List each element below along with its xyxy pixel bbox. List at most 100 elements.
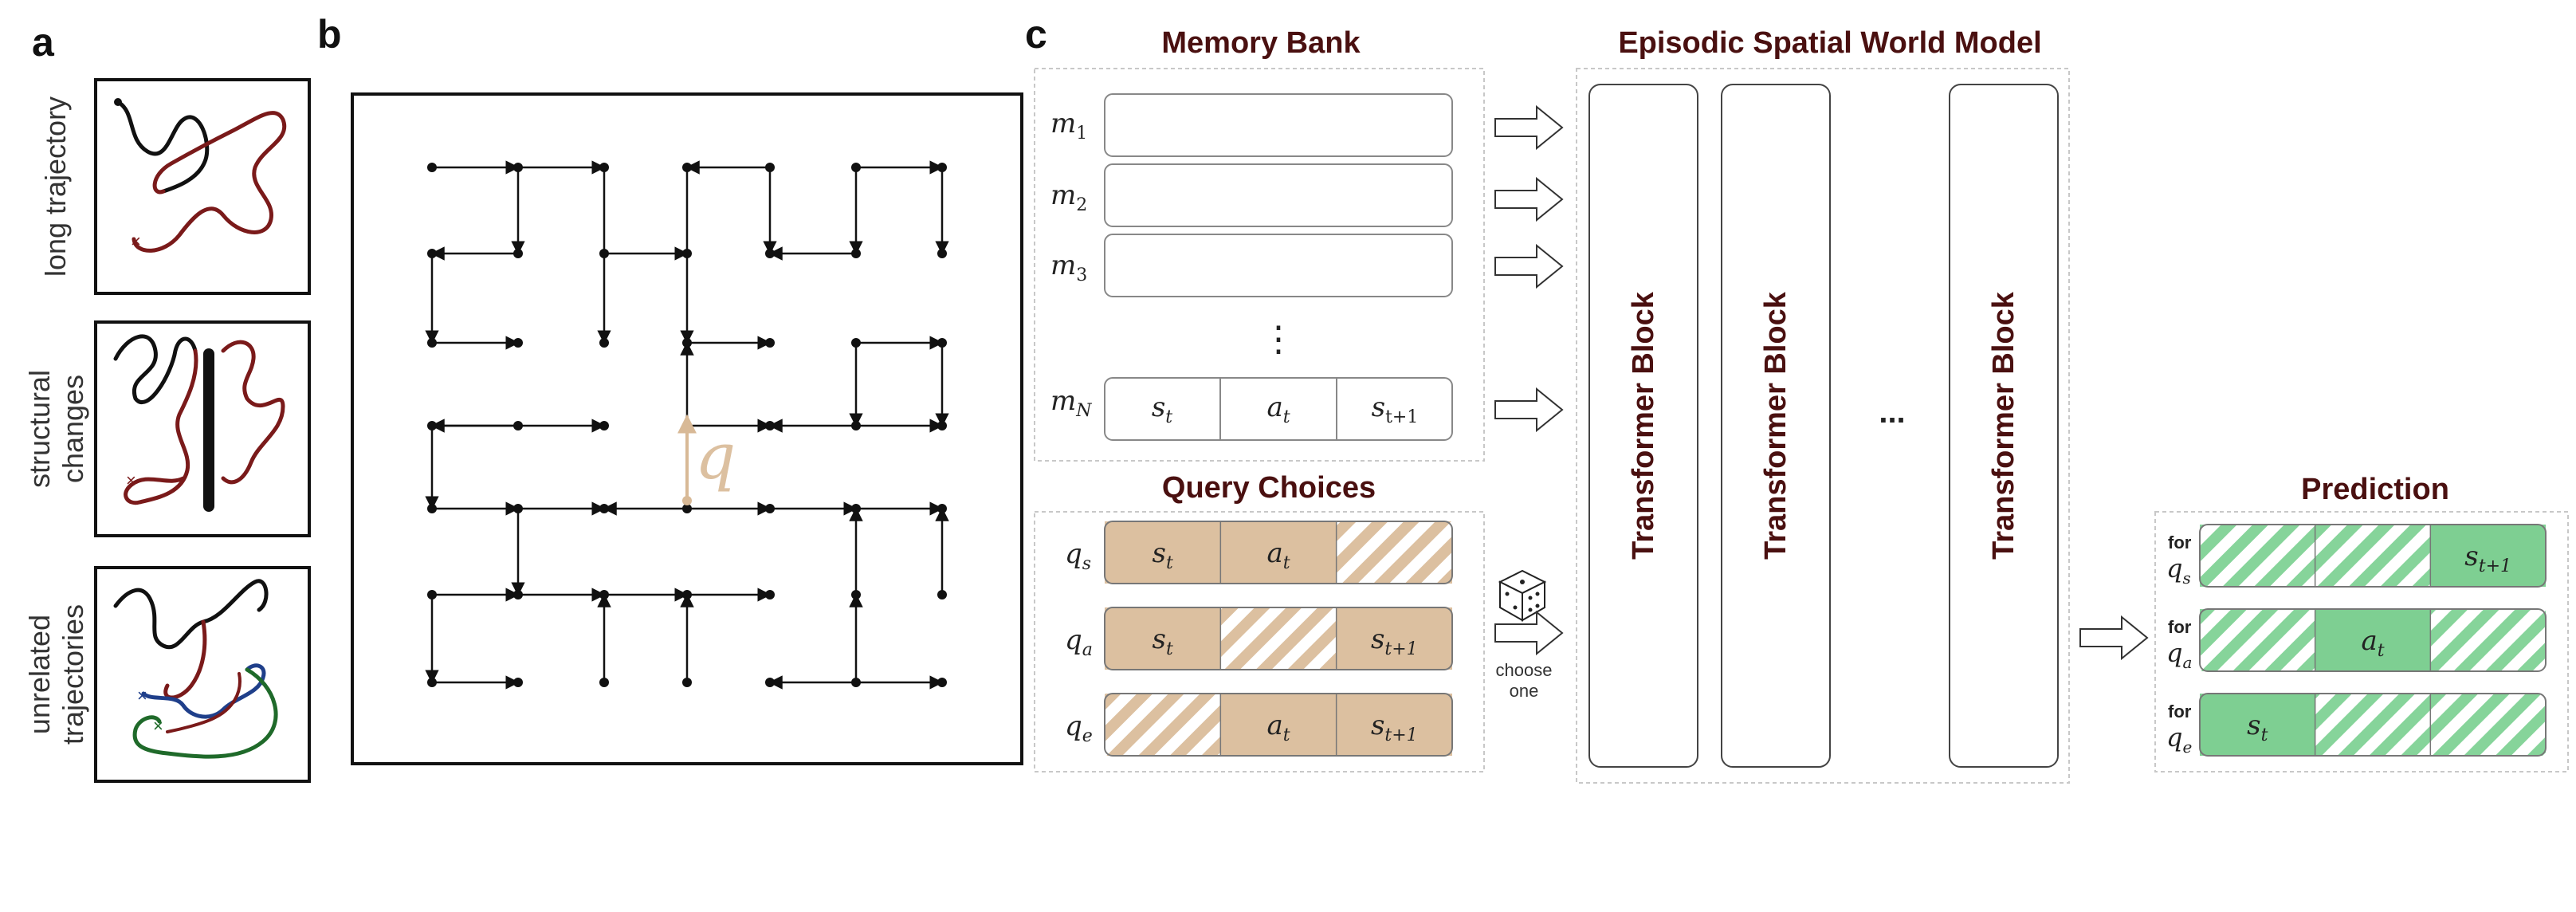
maze-node [427,678,437,687]
memory-row-n: mN st at st+1 [1050,377,1453,441]
maze-node [937,163,947,172]
memory-bank-title: Memory Bank [1161,26,1361,60]
world-model-ellipsis: ... [1879,395,1905,430]
maze-node [513,678,523,687]
svg-text:×: × [137,686,147,706]
svg-text:×: × [126,470,136,490]
maze-node [427,338,437,348]
arrow-memory-row-n [1494,388,1563,431]
memory-row-3-symbol: m [1050,250,1076,281]
masked-cell [1220,607,1337,670]
panel-a-label: a [32,20,55,65]
maze-node [765,421,775,430]
arrow-prediction [2079,616,2148,659]
panel-a-label-long-trajectory: long trajectory [39,96,72,277]
memory-cell-a-t: at [1266,391,1290,427]
query-choices-title: Query Choices [1162,471,1376,505]
maze-node [765,249,775,258]
maze-node [599,421,609,430]
maze-node [937,421,947,430]
panel-b-label: b [317,12,342,57]
maze-node [851,678,861,687]
token-cell-label: st [1153,537,1173,573]
maze-graph [425,160,949,690]
arrow-memory-row-3 [1494,245,1563,288]
token-cell [2430,525,2546,587]
transformer-block-3: Transformer Block [1949,84,2059,768]
memory-row-1: m1 [1050,93,1453,157]
token-cell-label: at [1266,537,1290,573]
query-label: q [695,419,736,493]
arrow-query [1494,611,1563,655]
panel-a-box-unrelated-trajectories: × × [94,566,311,783]
maze-node [599,249,609,258]
maze-node [599,338,609,348]
maze-node [513,338,523,348]
panel-a-box-long-trajectory: × [94,78,311,295]
maze-node [765,590,775,599]
masked-cell [2430,694,2546,756]
masked-cell [2315,694,2431,756]
masked-cell [2200,525,2315,587]
masked-cell [2200,609,2315,671]
maze-node [765,338,775,348]
svg-text:m1: m1 [1050,108,1087,143]
token-cell [1105,521,1221,584]
transformer-block-2: Transformer Block [1721,84,1831,768]
memory-row-2-sub: 2 [1076,195,1087,215]
maze-node [851,421,861,430]
maze-node [937,338,947,348]
prediction-title: Prediction [2301,473,2449,506]
maze-node [682,504,692,513]
maze-node [851,338,861,348]
masked-cell [2315,525,2431,587]
svg-text:mN: mN [1050,385,1092,421]
maze-node [851,590,861,599]
maze-node [427,504,437,513]
svg-text:×: × [153,716,163,736]
maze-node [937,590,947,599]
token-cell-label: at [1266,710,1290,745]
prediction-for-label: for [2168,533,2192,552]
token-cell-label: st [2247,710,2268,745]
maze-node [765,678,775,687]
maze-node [599,678,609,687]
prediction-row: st [2199,693,2547,757]
maze-node [682,249,692,258]
memory-cell-s-t: st [1152,391,1172,427]
svg-text:Transformer Block: Transformer Block [1987,291,2020,560]
maze-node [427,163,437,172]
query-row-label: qe [1065,710,1093,746]
token-cell [1336,694,1452,756]
memory-row-n-symbol: m [1050,385,1076,417]
token-cell [1336,607,1452,670]
maze-node [513,421,523,430]
memory-row-3: m3 [1050,234,1453,297]
token-cell-label: at [2361,625,2384,661]
maze-node [599,163,609,172]
memory-cell-s-t1: st+1 [1372,391,1419,427]
maze-node [599,590,609,599]
token-cell [1220,521,1337,584]
maze-node [937,504,947,513]
token-cell [1105,607,1221,670]
maze-node [765,163,775,172]
masked-cell [2430,609,2546,671]
memory-row-3-sub: 3 [1076,265,1087,285]
svg-text:m2: m2 [1050,179,1087,215]
maze-node [765,504,775,513]
prediction-for-label: for [2168,702,2192,721]
maze-node [937,678,947,687]
masked-cell [1336,521,1452,584]
query-row-label: qs [1065,538,1091,574]
maze-node [513,163,523,172]
token-cell [2200,694,2315,756]
maze-node [682,163,692,172]
arrow-memory-row-2 [1494,178,1563,221]
panel-a-label-unrelated-trajectories: unrelatedtrajectories [23,604,89,745]
